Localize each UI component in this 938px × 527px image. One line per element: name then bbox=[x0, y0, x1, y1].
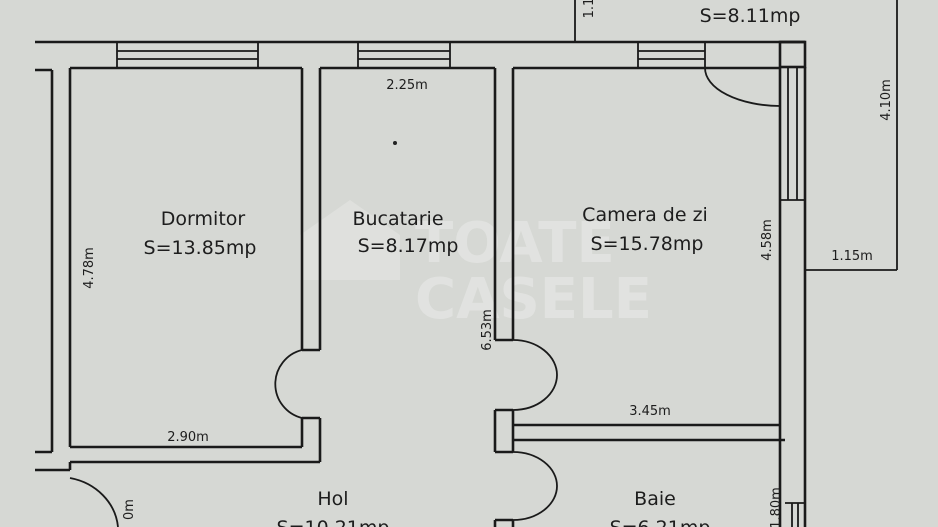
room-area-baie: S=6.21mp bbox=[610, 517, 711, 527]
door-arc bbox=[512, 451, 558, 521]
door-arc bbox=[69, 477, 119, 527]
balcony-outline bbox=[574, 0, 898, 271]
dim-balcon-top: 1.1 bbox=[582, 0, 597, 18]
room-area-bucatarie: S=8.17mp bbox=[358, 235, 459, 257]
window bbox=[357, 41, 451, 69]
door-arc bbox=[274, 349, 303, 419]
window bbox=[785, 502, 805, 527]
room-area-camera: S=15.78mp bbox=[591, 233, 704, 255]
dim-baie-height: 1.80m bbox=[769, 487, 784, 527]
room-area-dormitor: S=13.85mp bbox=[144, 237, 257, 259]
dim-balcon-width: 1.15m bbox=[831, 249, 873, 264]
dim-dormitor-height: 4.78m bbox=[82, 247, 97, 289]
room-name-camera: Camera de zi bbox=[582, 204, 708, 226]
room-name-dormitor: Dormitor bbox=[161, 208, 246, 230]
room-name-baie: Baie bbox=[634, 488, 676, 510]
window bbox=[116, 41, 259, 69]
dim-camera-height: 4.58m bbox=[760, 219, 775, 261]
watermark-line2: CASELE bbox=[415, 267, 652, 332]
window bbox=[780, 67, 805, 201]
room-area-balcon: S=8.11mp bbox=[700, 5, 801, 27]
dim-hol-left: 0m bbox=[122, 499, 137, 520]
window bbox=[637, 41, 706, 69]
dim-bucatarie-height: 6.53m bbox=[480, 309, 495, 351]
dim-bucatarie-width: 2.25m bbox=[386, 78, 428, 93]
room-area-hol: S=10.21mp bbox=[277, 517, 390, 527]
door-arc bbox=[704, 67, 781, 107]
dim-balcon-height: 4.10m bbox=[879, 79, 894, 121]
dim-dormitor-width: 2.90m bbox=[167, 430, 209, 445]
door-arc bbox=[512, 339, 558, 411]
room-name-bucatarie: Bucatarie bbox=[352, 208, 443, 230]
watermark-logo: TOATE CASELE bbox=[300, 200, 652, 332]
watermark-line1: TOATE bbox=[415, 211, 615, 276]
dim-camera-width: 3.45m bbox=[629, 404, 671, 419]
room-name-hol: Hol bbox=[317, 488, 348, 510]
mark-dot bbox=[393, 141, 397, 145]
walls bbox=[35, 40, 807, 527]
